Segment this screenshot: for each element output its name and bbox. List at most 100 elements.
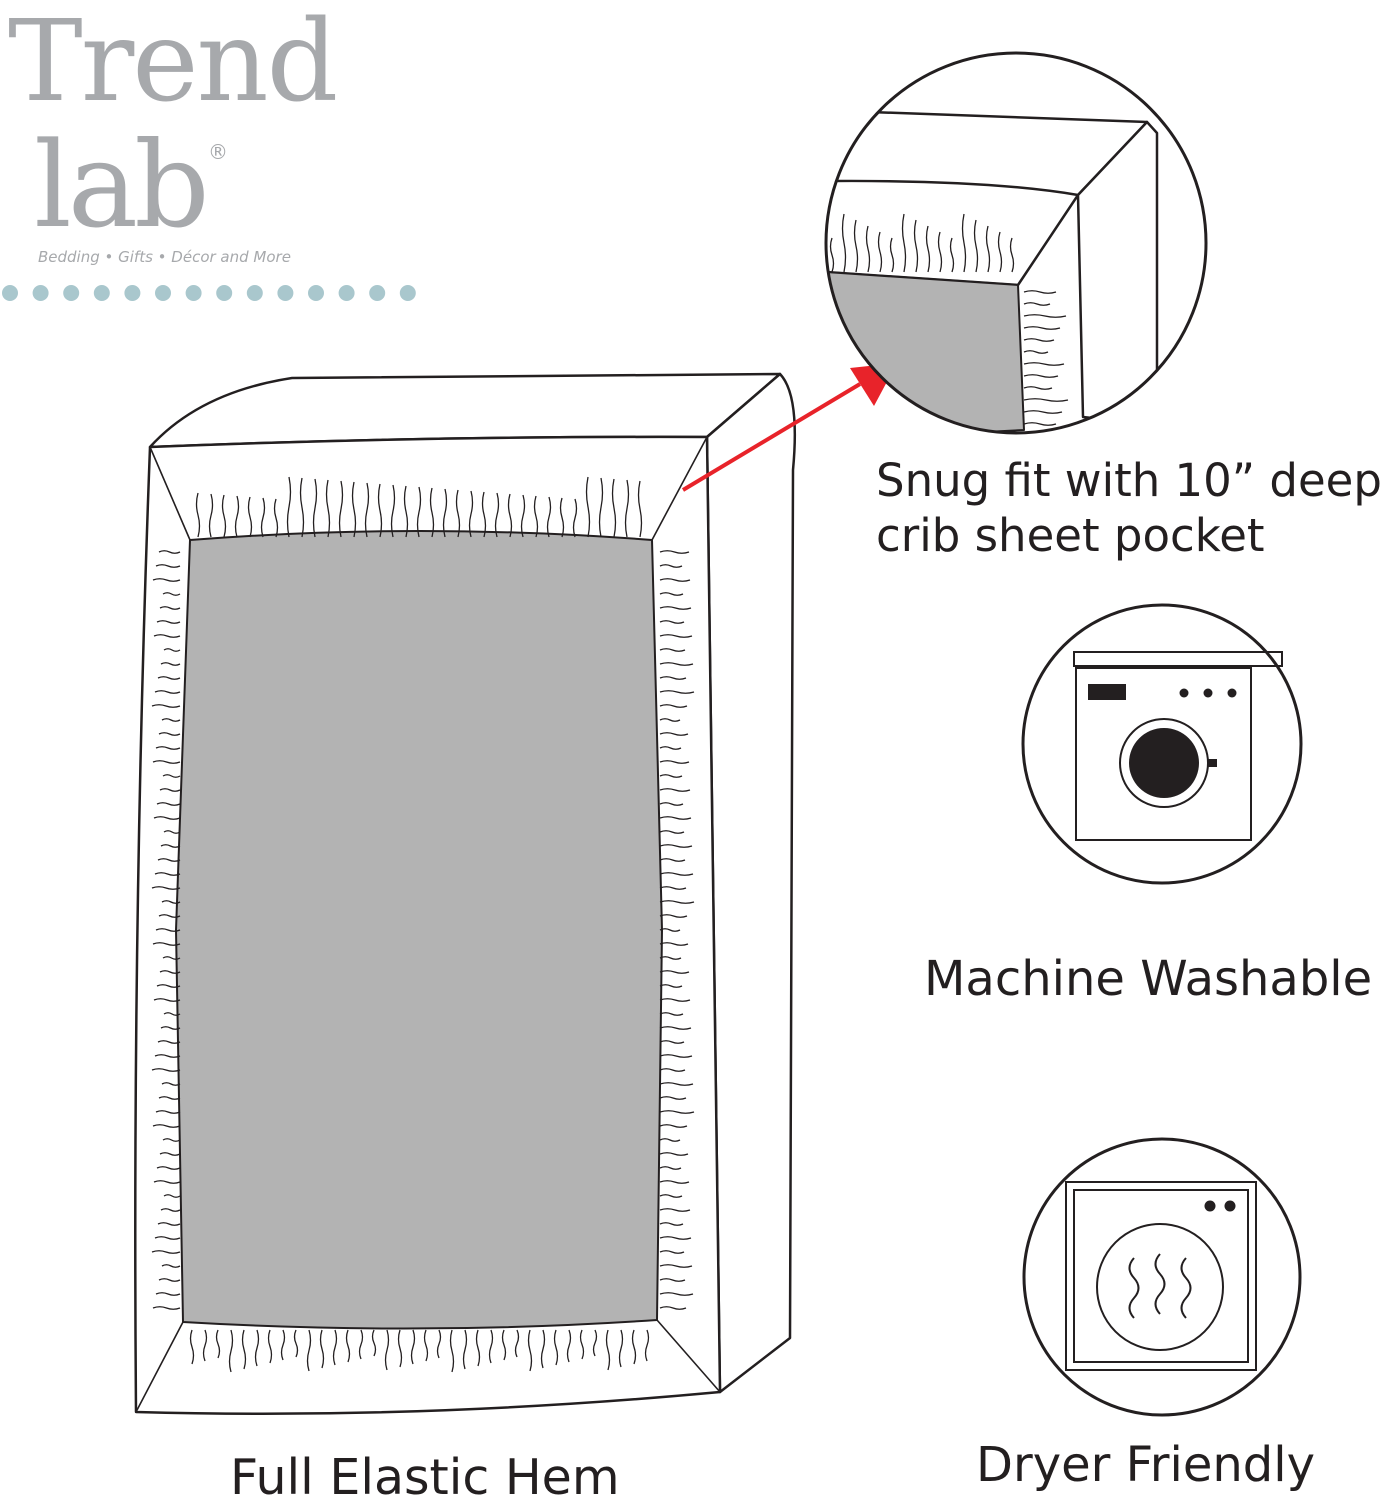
wrinkle-line bbox=[273, 498, 279, 538]
wrinkle-line bbox=[659, 1082, 694, 1086]
wrinkle-line bbox=[153, 634, 181, 638]
wrinkle-line bbox=[161, 1082, 181, 1086]
wrinkle-line bbox=[358, 1329, 364, 1360]
wrinkle-line bbox=[436, 1329, 442, 1359]
snug-fit-line2: crib sheet pocket bbox=[876, 508, 1265, 562]
wrinkle-line bbox=[659, 942, 689, 946]
wrinkle-line bbox=[659, 872, 694, 876]
wrinkle-line bbox=[631, 1329, 637, 1365]
wrinkle-line bbox=[1023, 410, 1063, 414]
wrinkle-line bbox=[159, 606, 181, 610]
wrinkle-line bbox=[371, 1329, 377, 1357]
wrinkle-line bbox=[659, 830, 685, 834]
wrinkle-line bbox=[423, 1329, 429, 1362]
wrinkle-line bbox=[659, 1194, 683, 1198]
logo-dot bbox=[93, 285, 110, 301]
wrinkle-line bbox=[997, 231, 1003, 273]
wrinkle-line bbox=[546, 496, 552, 538]
wrinkle-line bbox=[449, 1329, 455, 1373]
wash-display bbox=[1088, 684, 1126, 700]
wrinkle-line bbox=[659, 1180, 690, 1184]
wrinkle-line bbox=[475, 1329, 481, 1367]
wrinkle-line bbox=[157, 1040, 181, 1044]
wrinkle-line bbox=[659, 578, 691, 582]
logo-tagline: Bedding • Gifts • Décor and More bbox=[38, 248, 291, 266]
wrinkle-line bbox=[1023, 290, 1057, 294]
wrinkle-line bbox=[1023, 362, 1065, 366]
wrinkle-line bbox=[160, 662, 181, 666]
wrinkle-line bbox=[1023, 398, 1069, 402]
wrinkle-line bbox=[659, 718, 681, 722]
wrinkle-line bbox=[659, 620, 685, 624]
wrinkle-line bbox=[157, 676, 181, 680]
wrinkle-line bbox=[163, 830, 181, 834]
wrinkle-line bbox=[659, 816, 692, 820]
wrinkle-line bbox=[153, 816, 181, 820]
wrinkle-line bbox=[158, 550, 181, 554]
wrinkle-line bbox=[659, 844, 693, 848]
wrinkle-line bbox=[659, 984, 683, 988]
wrinkle-line bbox=[215, 1329, 221, 1359]
wrinkle-line bbox=[154, 690, 181, 694]
corner-crease-br bbox=[656, 1319, 721, 1393]
wrinkle-line bbox=[221, 494, 227, 538]
wrinkle-line bbox=[153, 998, 181, 1002]
sheet-corner-magnified-icon bbox=[824, 51, 1208, 435]
wrinkle-line bbox=[553, 1329, 559, 1366]
machine-washable-caption: Machine Washable bbox=[924, 951, 1373, 1007]
wrinkle-line bbox=[865, 225, 871, 273]
wrinkle-line bbox=[659, 592, 684, 596]
wrinkle-line bbox=[559, 497, 565, 538]
wrinkle-line bbox=[306, 1329, 312, 1372]
logo-dot bbox=[277, 285, 294, 301]
wrinkle-line bbox=[659, 1040, 685, 1044]
corner-crease-bl bbox=[135, 1321, 184, 1413]
wrinkle-line bbox=[1009, 237, 1015, 273]
wrinkle-line bbox=[325, 479, 331, 538]
wrinkle-line bbox=[286, 476, 292, 538]
wrinkle-line bbox=[841, 213, 847, 273]
logo-registered-mark: ® bbox=[208, 140, 228, 164]
wrinkle-line bbox=[659, 676, 687, 680]
wrinkle-line bbox=[659, 1152, 689, 1156]
wrinkle-line bbox=[189, 1329, 195, 1365]
wrinkle-line bbox=[1023, 314, 1067, 318]
wrinkle-line bbox=[161, 1264, 181, 1268]
wrinkle-line bbox=[416, 486, 422, 538]
wrinkle-line bbox=[659, 900, 695, 904]
wrinkle-line bbox=[442, 488, 448, 538]
wrinkle-line bbox=[377, 483, 383, 538]
wrinkle-line bbox=[901, 213, 907, 273]
wrinkle-line bbox=[540, 1329, 546, 1369]
wrinkle-line bbox=[153, 1180, 181, 1184]
logo-dot bbox=[155, 285, 171, 301]
wrinkle-line bbox=[961, 213, 967, 273]
wrinkle-line bbox=[351, 481, 357, 538]
corner-crease-tl bbox=[149, 446, 191, 541]
wrinkle-line bbox=[659, 1222, 684, 1226]
wrinkle-line bbox=[611, 478, 617, 538]
wrinkle-line bbox=[659, 1264, 693, 1268]
wrinkle-line bbox=[937, 231, 943, 273]
wrinkle-line bbox=[151, 886, 181, 890]
wrinkle-line bbox=[853, 219, 859, 273]
wrinkle-line bbox=[507, 493, 513, 538]
wrinkle-line bbox=[228, 1329, 234, 1373]
wrinkle-line bbox=[1023, 338, 1055, 342]
wrinkle-line bbox=[598, 477, 604, 538]
snug-fit-caption: Snug fit with 10” deep crib sheet pocket bbox=[876, 454, 1382, 564]
wrinkle-line bbox=[152, 942, 181, 946]
wrinkle-line bbox=[659, 732, 689, 736]
wrinkle-line bbox=[659, 774, 683, 778]
wrinkle-line bbox=[345, 1329, 351, 1363]
wrinkle-line bbox=[158, 914, 181, 918]
sheet-surface bbox=[175, 530, 663, 1330]
wrinkle-line bbox=[572, 498, 578, 538]
wrinkle-line bbox=[162, 1138, 181, 1142]
wrinkle-line bbox=[1023, 326, 1061, 330]
logo-wordmark-trend: Trend bbox=[8, 0, 338, 127]
mattress-right-side bbox=[705, 372, 797, 1394]
wrinkle-line bbox=[159, 970, 181, 974]
wrinkle-line bbox=[162, 956, 181, 960]
wrinkle-line bbox=[151, 704, 181, 708]
